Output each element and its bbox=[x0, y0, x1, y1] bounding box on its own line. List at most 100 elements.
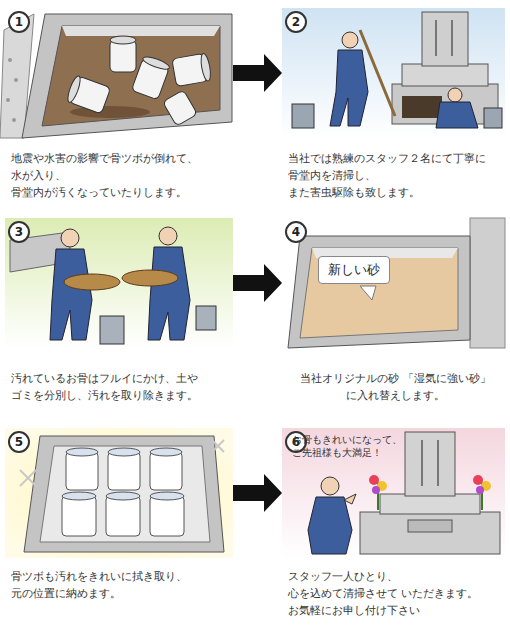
new-sand-scene-part bbox=[360, 286, 376, 300]
prayer-scene-part bbox=[405, 432, 455, 496]
sieving-scene-part bbox=[196, 306, 216, 330]
sieving-scene-part bbox=[61, 229, 79, 247]
restored-urns-scene-part-part bbox=[150, 452, 182, 490]
prayer-scene-part bbox=[369, 475, 379, 485]
new-sand-scene bbox=[288, 218, 505, 348]
restored-urns-scene-part bbox=[62, 452, 184, 536]
cleaning-scene-part bbox=[402, 64, 488, 86]
step-panel: 3 汚れているお骨はフルイにかけ、土や ゴミを分別し、汚れを取り除きます。 bbox=[5, 218, 233, 408]
collapsed-urns-scene bbox=[0, 14, 232, 138]
flow-arrow bbox=[233, 264, 282, 302]
step-number: 2 bbox=[285, 11, 307, 33]
prayer-scene-part bbox=[321, 477, 339, 495]
step-caption: 汚れているお骨はフルイにかけ、土や ゴミを分別し、汚れを取り除きます。 bbox=[11, 370, 231, 404]
restored-urns-scene-part-part bbox=[108, 452, 140, 490]
restored-urns-scene-part-part bbox=[150, 492, 184, 500]
step-caption: 地震や水害の影響で骨ツボが倒れて、 水が入り、骨堂内が汚くなっていたりします。 bbox=[11, 150, 231, 200]
collapsed-urns-scene-part bbox=[163, 90, 198, 126]
restored-urns-scene-part-part bbox=[20, 470, 36, 486]
cleaning-scene-part bbox=[282, 8, 505, 138]
step-number: 5 bbox=[8, 431, 30, 453]
step-number: 4 bbox=[285, 221, 307, 243]
collapsed-urns-scene-part bbox=[8, 58, 12, 62]
new-sand-scene-part bbox=[288, 236, 470, 348]
cleaning-scene-part bbox=[436, 102, 478, 128]
cleaning-scene-part bbox=[422, 12, 468, 66]
speech-text: お骨もきれいになって、 ご先祖様も大満足！ bbox=[292, 434, 410, 460]
flow-arrow bbox=[233, 54, 282, 92]
cleaning-scene bbox=[282, 8, 505, 138]
restored-urns-scene-part bbox=[62, 448, 184, 500]
cleaning-scene-part bbox=[484, 108, 502, 128]
step-panel: 1地震や水害の影響で骨ツボが倒れて、 水が入り、骨堂内が汚くなっていたりします。 bbox=[5, 8, 233, 193]
collapsed-urns-scene-part bbox=[65, 75, 110, 114]
restored-urns-scene-part-part bbox=[106, 492, 140, 500]
prayer-scene-part bbox=[282, 428, 505, 558]
prayer-scene-part bbox=[421, 440, 423, 486]
collapsed-urns-scene-part bbox=[12, 118, 16, 122]
sieving-scene-part bbox=[5, 218, 233, 348]
collapsed-urns-scene-part bbox=[131, 55, 170, 100]
step-caption: 当社オリジナルの砂 「湿気に強い砂」に入れ替えします。 bbox=[288, 370, 503, 404]
collapsed-urns-scene-part bbox=[62, 26, 220, 36]
restored-urns-scene-part-part bbox=[150, 496, 184, 536]
restored-urns-scene-part bbox=[20, 440, 224, 486]
collapsed-urns-scene-part bbox=[110, 40, 136, 72]
sieving-scene-part bbox=[50, 249, 92, 340]
restored-urns-scene-part-part bbox=[66, 452, 98, 490]
new-sand-scene-part bbox=[470, 218, 505, 348]
sieving-scene-part bbox=[64, 274, 120, 290]
restored-urns-scene-part-part bbox=[212, 440, 224, 452]
prayer-scene-part bbox=[344, 494, 356, 504]
step-caption: 骨ツボも汚れをきれいに拭き取り、 元の位置に納めます。 bbox=[11, 568, 231, 602]
restored-urns-scene-part-part bbox=[20, 470, 36, 486]
prayer-scene-part bbox=[380, 494, 480, 514]
prayer-scene-part bbox=[437, 440, 439, 486]
cleaning-scene-part bbox=[402, 96, 442, 118]
sieving-scene-part bbox=[122, 270, 178, 286]
collapsed-urns-scene-part-part bbox=[199, 53, 212, 82]
cleaning-scene-part bbox=[435, 20, 437, 56]
sieving-scene-part bbox=[100, 316, 124, 344]
restored-urns-scene-part-part bbox=[66, 448, 98, 456]
restored-urns-scene-part-part bbox=[106, 496, 140, 536]
prayer-scene bbox=[282, 428, 505, 558]
sieving-scene-part bbox=[159, 227, 177, 245]
cleaning-scene-part bbox=[292, 104, 314, 128]
restored-urns-scene-part-part bbox=[108, 448, 140, 456]
collapsed-urns-scene-part bbox=[110, 36, 136, 44]
cleaning-scene-part bbox=[330, 50, 368, 126]
step-caption: スタッフ一人ひとり、心を込めて清掃させて いただきます。お気軽にお申し付け下さい bbox=[288, 568, 503, 618]
restored-urns-scene-part-part bbox=[62, 492, 96, 500]
collapsed-urns-scene-part-part bbox=[142, 55, 171, 72]
collapsed-urns-scene-part bbox=[22, 14, 232, 138]
step-number: 1 bbox=[8, 11, 30, 33]
step-panel: 2当社では熟練のスタッフ２名にて丁寧に 骨堂内を清掃し、また害虫駆除も致します。 bbox=[282, 8, 505, 193]
step-panel: 4 当社オリジナルの砂 「湿気に強い砂」に入れ替えします。 bbox=[282, 218, 505, 408]
collapsed-urns-scene-part-part bbox=[65, 75, 82, 104]
restored-urns-scene-part bbox=[40, 446, 210, 542]
collapsed-urns-scene-part bbox=[14, 78, 18, 82]
step-panel: 5 骨ツボも汚れをきれいに拭き取り、 元の位置に納めます。 bbox=[5, 428, 233, 623]
prayer-scene-part bbox=[372, 486, 380, 494]
prayer-scene-part bbox=[308, 497, 352, 554]
restored-urns-scene-part bbox=[5, 428, 233, 558]
restored-urns-scene-part bbox=[24, 436, 224, 552]
sieving-scene bbox=[5, 218, 233, 348]
cleaning-scene-part bbox=[448, 88, 462, 102]
restored-urns-scene-part-part bbox=[62, 496, 96, 536]
cleaning-scene-part bbox=[451, 20, 453, 56]
prayer-scene-part bbox=[473, 475, 483, 485]
prayer-scene-part bbox=[408, 520, 452, 532]
restored-urns-scene-part-part bbox=[212, 440, 224, 452]
prayer-scene-part bbox=[476, 486, 484, 494]
cleaning-scene-part bbox=[342, 32, 358, 48]
step-caption: 当社では熟練のスタッフ２名にて丁寧に 骨堂内を清掃し、また害虫駆除も致します。 bbox=[288, 150, 503, 200]
collapsed-urns-scene-part-part bbox=[163, 90, 198, 126]
step-number: 3 bbox=[8, 221, 30, 243]
collapsed-urns-scene-part bbox=[6, 98, 10, 102]
sieving-scene-part bbox=[148, 247, 190, 340]
